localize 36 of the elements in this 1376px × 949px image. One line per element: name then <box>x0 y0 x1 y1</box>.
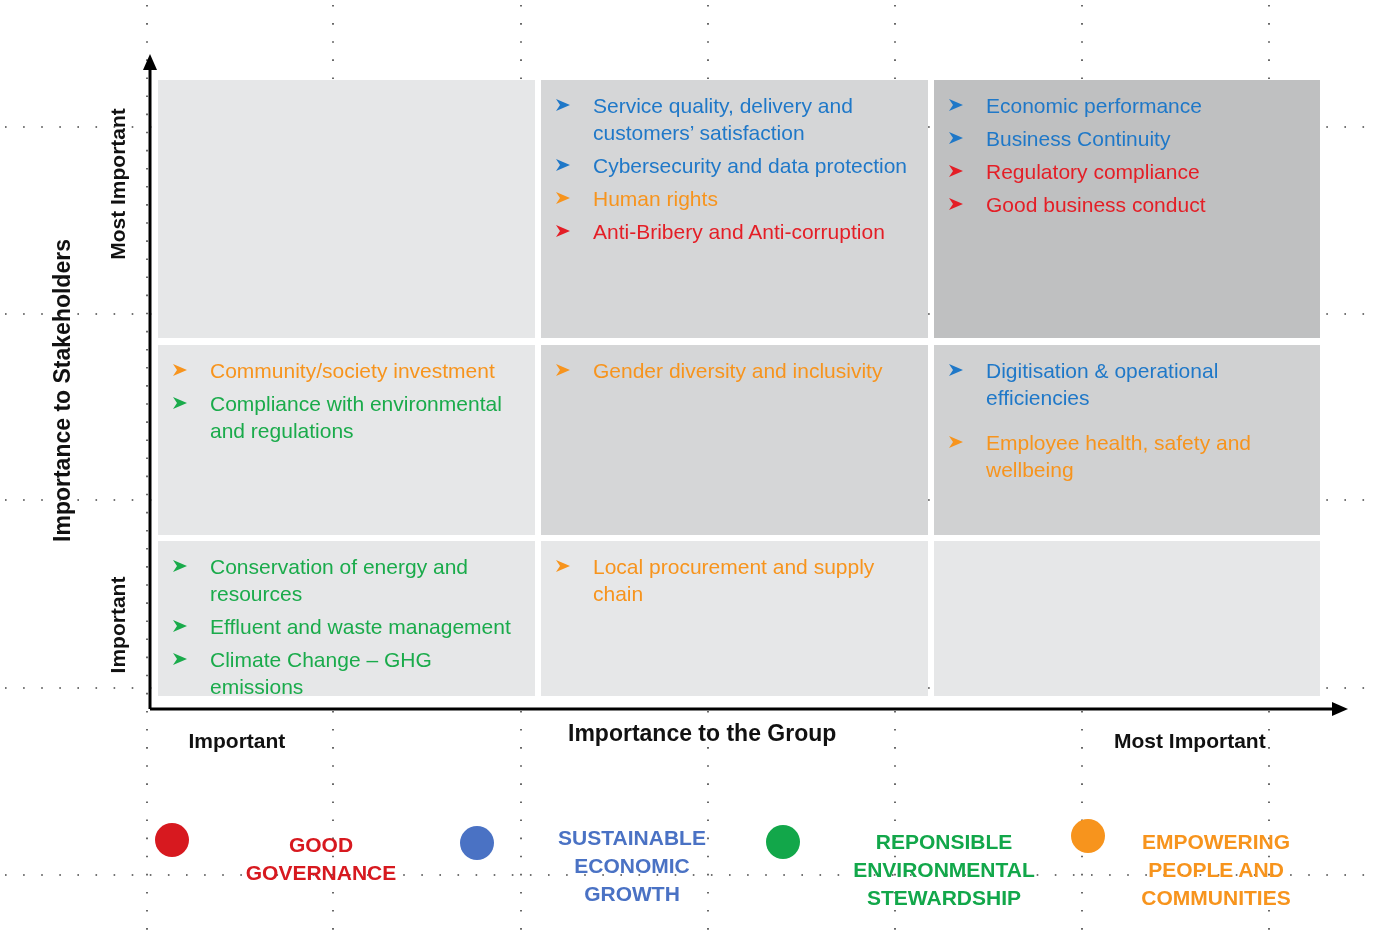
legend-text: GOOD GOVERNANCE <box>244 832 398 886</box>
topic-text: Cybersecurity and data protection <box>593 153 907 179</box>
topic-text: Service quality, delivery and customers’ satisfaction <box>593 93 854 146</box>
legend-text: EMPOWERING PEOPLE AND COMMUNITIES <box>1140 829 1292 911</box>
topic-text: Business Continuity <box>986 126 1171 152</box>
topic-text: Digitisation & operational efficiencies <box>986 358 1220 411</box>
topic-text: Climate Change – GHG emissions <box>210 647 433 700</box>
matrix-cell <box>541 345 928 535</box>
axis-label: Most Important <box>1114 729 1266 753</box>
legend-text: REPONSIBLE ENVIRONMENTAL STEWARDSHIP <box>852 829 1036 911</box>
matrix-cell <box>158 345 535 535</box>
topic-text: Regulatory compliance <box>986 159 1200 185</box>
axis-label: Important <box>188 729 286 753</box>
topic-text: Community/society investment <box>210 358 495 384</box>
topic-text: Human rights <box>593 186 718 212</box>
topic-text: Good business conduct <box>986 192 1206 218</box>
matrix-cell <box>541 80 928 338</box>
topic-text: Local procurement and supply chain <box>593 554 876 607</box>
topic-text: Anti-Bribery and Anti-corruption <box>593 219 885 245</box>
topic-text: Gender diversity and inclusivity <box>593 358 883 384</box>
matrix-cell <box>541 541 928 696</box>
axis-label: Most Important <box>105 108 130 260</box>
topic-text: Employee health, safety and wellbeing <box>986 430 1252 483</box>
axis-title: Importance to Stakeholders <box>48 238 76 542</box>
matrix-cell <box>158 541 535 696</box>
matrix-cell <box>158 80 535 338</box>
topic-text: Conservation of energy and resources <box>210 554 469 607</box>
legend-text: SUSTAINABLE ECONOMIC GROWTH <box>557 825 707 907</box>
matrix-cell <box>934 345 1320 535</box>
topic-text: Economic performance <box>986 93 1202 119</box>
topic-text: Effluent and waste management <box>210 614 511 640</box>
matrix-cell <box>934 80 1320 338</box>
axis-label: Important <box>105 576 130 674</box>
topic-text: Compliance with environmental and regulations <box>210 391 503 444</box>
axis-title: Importance to the Group <box>568 719 837 747</box>
matrix-cell <box>934 541 1320 696</box>
